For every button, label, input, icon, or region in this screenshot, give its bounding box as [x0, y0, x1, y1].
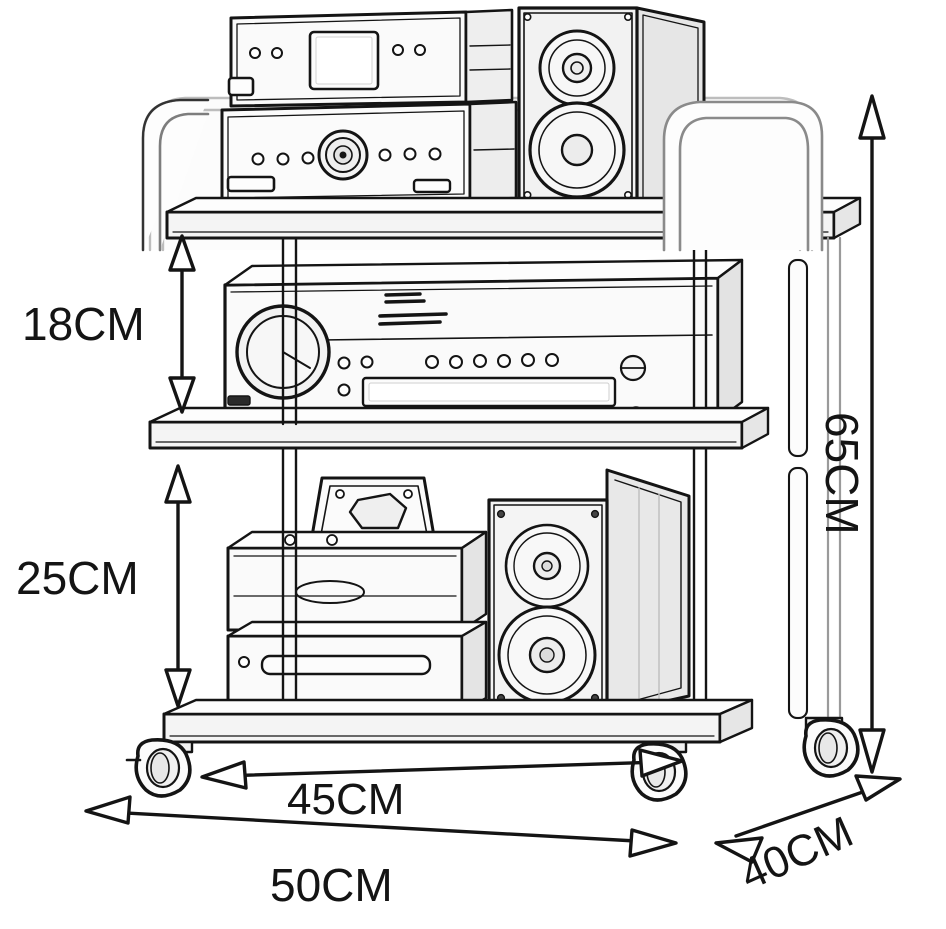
dimension-label-25cm: 25CM: [16, 552, 139, 604]
dimension-18cm-line: [168, 234, 196, 414]
dimension-label-18cm: 18CM: [22, 298, 145, 350]
dimension-label-65cm: 65CM: [816, 412, 868, 535]
dimension-40cm-line: [714, 774, 902, 864]
dimension-label-45cm: 45CM: [287, 775, 405, 824]
dimension-45cm-line: [200, 748, 684, 790]
dimension-25cm-line: [164, 464, 192, 708]
dimension-50cm-line: [84, 795, 678, 858]
dimension-label-50cm: 50CM: [270, 859, 393, 911]
dimension-65cm-line: [858, 94, 886, 774]
